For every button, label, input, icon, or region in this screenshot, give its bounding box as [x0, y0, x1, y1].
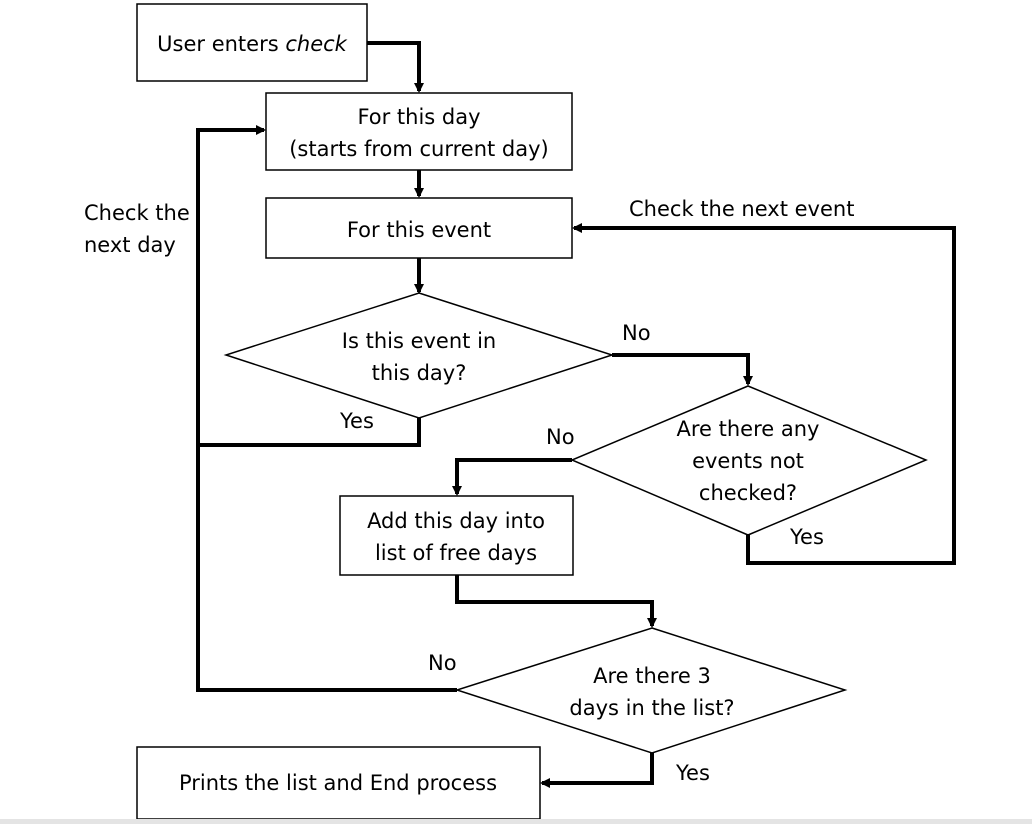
arrow-three-days-yes [540, 753, 654, 788]
check-next-day-line1: Check the [84, 201, 190, 225]
three-days-yes-label: Yes [675, 761, 710, 785]
node-add-day: Add this day into list of free days [339, 495, 574, 576]
decision-three-days: Are there 3 days in the list? [454, 627, 848, 754]
for-event-label: For this event [347, 218, 491, 242]
unchecked-line3: checked? [699, 481, 797, 505]
check-next-event-label: Check the next event [629, 197, 854, 221]
edge-labels: Check the next day Check the next event … [84, 197, 854, 785]
decision-event-in-day: Is this event in this day? [223, 292, 615, 419]
three-days-line2: days in the list? [569, 696, 734, 720]
node-for-this-day: For this day (starts from current day) [265, 92, 573, 171]
arrow-check-next-event-loop [572, 223, 956, 565]
decision-unchecked-events: Are there any events not checked? [570, 385, 928, 536]
three-days-line1: Are there 3 [593, 664, 711, 688]
event-in-day-yes-label: Yes [339, 409, 374, 433]
for-day-line1: For this day [357, 105, 480, 129]
arrow-add-day-to-decision [455, 575, 657, 628]
event-in-day-no-label: No [622, 321, 651, 345]
arrow-three-days-no [196, 445, 457, 692]
three-days-no-label: No [428, 651, 457, 675]
unchecked-line2: events not [692, 449, 804, 473]
arrow-event-in-day-no [612, 353, 753, 386]
unchecked-line1: Are there any [677, 417, 820, 441]
start-label: User enters check [157, 32, 348, 56]
end-label: Prints the list and End process [179, 771, 497, 795]
add-day-line2: list of free days [375, 541, 537, 565]
check-next-day-line2: next day [84, 233, 176, 257]
unchecked-yes-label: Yes [789, 525, 824, 549]
arrow-unchecked-no [452, 458, 572, 496]
event-in-day-line1: Is this event in [342, 329, 496, 353]
node-start: User enters check [136, 3, 368, 82]
event-in-day-line2: this day? [372, 361, 467, 385]
add-day-line1: Add this day into [367, 509, 545, 533]
unchecked-no-label: No [546, 425, 575, 449]
connectors [196, 41, 956, 788]
bottom-scroll-strip [0, 819, 1032, 824]
for-day-line2: (starts from current day) [289, 137, 549, 161]
node-end: Prints the list and End process [136, 746, 541, 820]
node-for-this-event: For this event [265, 197, 573, 259]
arrow-start-to-day [367, 41, 424, 93]
